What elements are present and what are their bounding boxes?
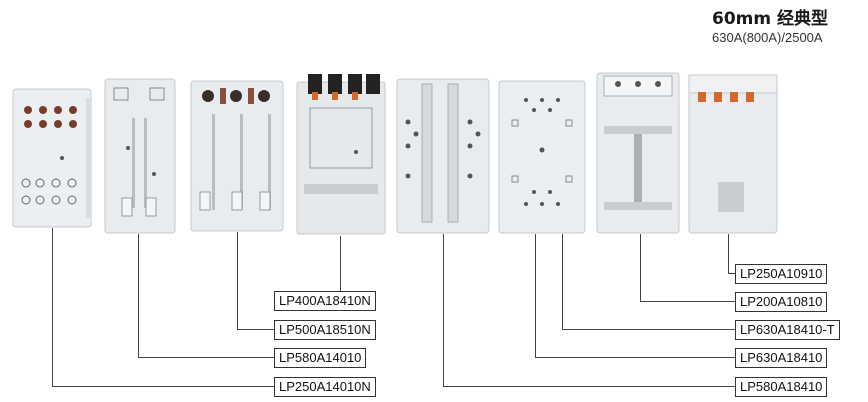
leader-line: [562, 234, 563, 330]
leader-line: [728, 234, 729, 274]
product-label: LP630A18410: [735, 348, 828, 368]
product-label: LP250A10910: [735, 264, 828, 284]
product-image-lp580a14010: [104, 78, 176, 234]
product-image-lp200a10810: [596, 72, 680, 234]
leader-line: [535, 234, 536, 358]
product-label: LP250A14010N: [274, 377, 376, 397]
product-label: LP500A18510N: [274, 320, 376, 340]
heading-subtitle: 630A(800A)/2500A: [712, 30, 823, 45]
leader-line: [52, 228, 53, 387]
leader-line: [728, 273, 735, 274]
leader-line: [562, 329, 735, 330]
leader-line: [443, 386, 735, 387]
leader-line: [237, 232, 238, 330]
product-image-lp500a18510n: [190, 80, 284, 232]
leader-line: [640, 234, 641, 302]
leader-line: [138, 234, 139, 358]
leader-line: [52, 386, 274, 387]
product-label: LP200A10810: [735, 292, 828, 312]
leader-line: [237, 329, 274, 330]
heading-title: 60mm 经典型: [712, 9, 829, 29]
product-image-lp250a10910: [688, 74, 778, 234]
product-image-lp400a18410n: [296, 72, 386, 236]
product-label: LP630A18410-T: [735, 320, 840, 340]
leader-line: [138, 357, 274, 358]
heading: 60mm 经典型 630A(800A)/2500A: [712, 8, 828, 46]
product-label: LP580A14010: [274, 348, 367, 368]
product-image-lp580a18410: [396, 78, 490, 234]
leader-line: [340, 236, 341, 299]
product-image-lp630a18410: [498, 80, 586, 234]
product-label: LP400A18410N: [274, 291, 376, 311]
product-image-lp250a14010n: [12, 88, 92, 228]
leader-line: [443, 234, 444, 387]
leader-line: [640, 301, 735, 302]
leader-line: [535, 357, 735, 358]
product-label: LP580A18410: [735, 377, 828, 397]
